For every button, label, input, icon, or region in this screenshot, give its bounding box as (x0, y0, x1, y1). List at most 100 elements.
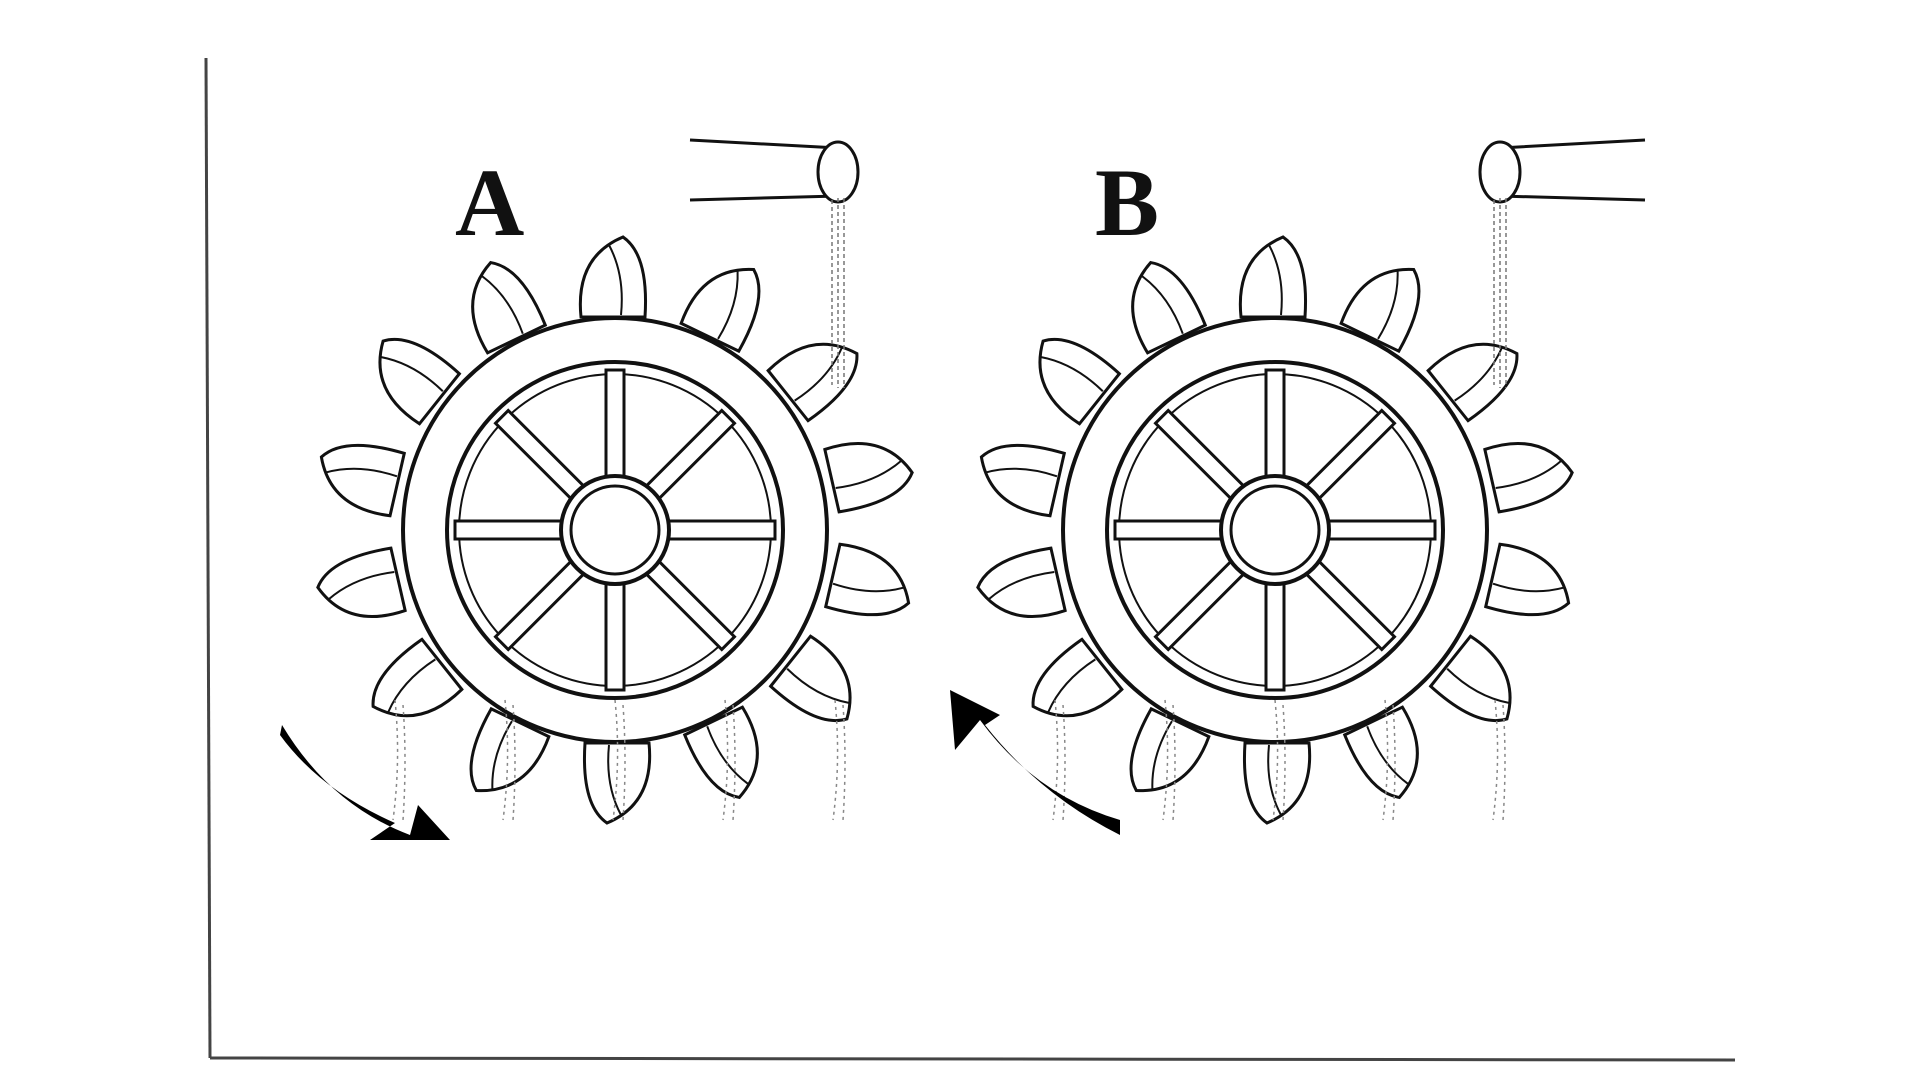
bucket-edge (608, 244, 623, 316)
bucket-edge (988, 571, 1055, 601)
bucket-shape (471, 260, 548, 355)
wheel-bucket (682, 705, 759, 800)
bucket-edge (1377, 270, 1399, 340)
wheel-bucket (1038, 337, 1122, 426)
water-drip (1272, 699, 1286, 821)
wheel-bucket (979, 443, 1067, 518)
wheel-bucket (1342, 705, 1419, 800)
bucket-shape (316, 546, 407, 618)
wheel-spoke (1264, 368, 1286, 484)
frame-left-line (204, 57, 212, 1059)
wheel-bucket (1339, 267, 1421, 354)
bucket-edge (786, 668, 850, 704)
bucket-shape (1031, 637, 1124, 718)
bucket-edge (1495, 459, 1562, 489)
wheel-bucket (976, 546, 1067, 618)
bucket-edge (328, 571, 395, 601)
bucket-shape (578, 235, 647, 319)
bucket-shape (469, 706, 551, 793)
wheel-b-label: B (1095, 149, 1159, 256)
wheel-spoke (453, 519, 569, 541)
water-drip (392, 699, 406, 821)
spout-mouth (1478, 140, 1522, 204)
bucket-edge (325, 467, 398, 478)
water-drip (1492, 699, 1506, 821)
water-drip (1162, 699, 1176, 821)
bucket-edge (1268, 244, 1283, 316)
bucket-edge (794, 347, 843, 402)
wheel-spoke (661, 519, 777, 541)
bucket-shape (371, 637, 464, 718)
water-drip (1382, 699, 1396, 821)
water-stream (831, 198, 845, 388)
bucket-shape (1238, 235, 1307, 319)
water-spouts (689, 138, 1646, 388)
rotation-arrow-b (950, 690, 1120, 835)
frame-bottom-line (209, 1056, 1736, 1062)
bucket-shape (766, 342, 859, 423)
bucket-edge (1141, 275, 1184, 335)
wheel-bucket (471, 260, 548, 355)
spout-pipe (689, 138, 839, 202)
bucket-shape (679, 267, 761, 354)
water-wheel-b (976, 235, 1574, 825)
wheel-bucket (1483, 442, 1574, 514)
wheel-bucket (1238, 235, 1307, 319)
bucket-shape (768, 634, 852, 723)
bucket-edge (985, 467, 1058, 478)
wheel-bucket (1129, 706, 1211, 793)
water-drip (612, 699, 626, 821)
wheel-bucket (1031, 637, 1124, 718)
wheel-hub-inner (1229, 484, 1321, 576)
wheel-bucket (1243, 741, 1312, 825)
bucket-edge (1454, 347, 1503, 402)
bucket-shape (1339, 267, 1421, 354)
spoke-bar (453, 519, 569, 541)
wheel-spoke (604, 576, 626, 692)
spoke-bar (1321, 519, 1437, 541)
bucket-edge (607, 744, 622, 816)
bucket-shape (319, 443, 407, 518)
wheel-bucket (1483, 542, 1571, 617)
wheel-bucket (371, 637, 464, 718)
wheel-bucket (766, 342, 859, 423)
bucket-shape (1129, 706, 1211, 793)
water-drip (1052, 699, 1066, 821)
bucket-shape (378, 337, 462, 426)
bucket-shape (1483, 542, 1571, 617)
water-drip (502, 699, 516, 821)
wheel-hub-inner (569, 484, 661, 576)
bucket-shape (1243, 741, 1312, 825)
bucket-shape (979, 443, 1067, 518)
rotation-arrows (280, 690, 1120, 840)
bucket-edge (491, 720, 513, 790)
bucket-shape (1131, 260, 1208, 355)
wheel-bucket (1131, 260, 1208, 355)
wheel-spoke (604, 368, 626, 484)
bucket-shape (823, 542, 911, 617)
bucket-shape (1342, 705, 1419, 800)
wheel-bucket (316, 546, 407, 618)
spoke-bar (1113, 519, 1229, 541)
wheel-spoke (1264, 576, 1286, 692)
wheel-bucket (823, 442, 914, 514)
wheel-bucket (378, 337, 462, 426)
spout-mouth (816, 140, 860, 204)
water-drip (722, 699, 736, 821)
bucket-shape (1483, 442, 1574, 514)
spout (1478, 138, 1646, 388)
wheel-bucket (768, 634, 852, 723)
spoke-bar (661, 519, 777, 541)
wheel-bucket (583, 741, 652, 825)
bucket-edge (387, 658, 436, 713)
bucket-edge (1151, 720, 1173, 790)
wheel-spoke (1113, 519, 1229, 541)
bucket-edge (380, 356, 444, 392)
wheel-bucket (679, 267, 761, 354)
bucket-shape (823, 442, 914, 514)
wheel-spoke (1321, 519, 1437, 541)
spoke-bar (604, 576, 626, 692)
spoke-bar (604, 368, 626, 484)
bucket-shape (1038, 337, 1122, 426)
